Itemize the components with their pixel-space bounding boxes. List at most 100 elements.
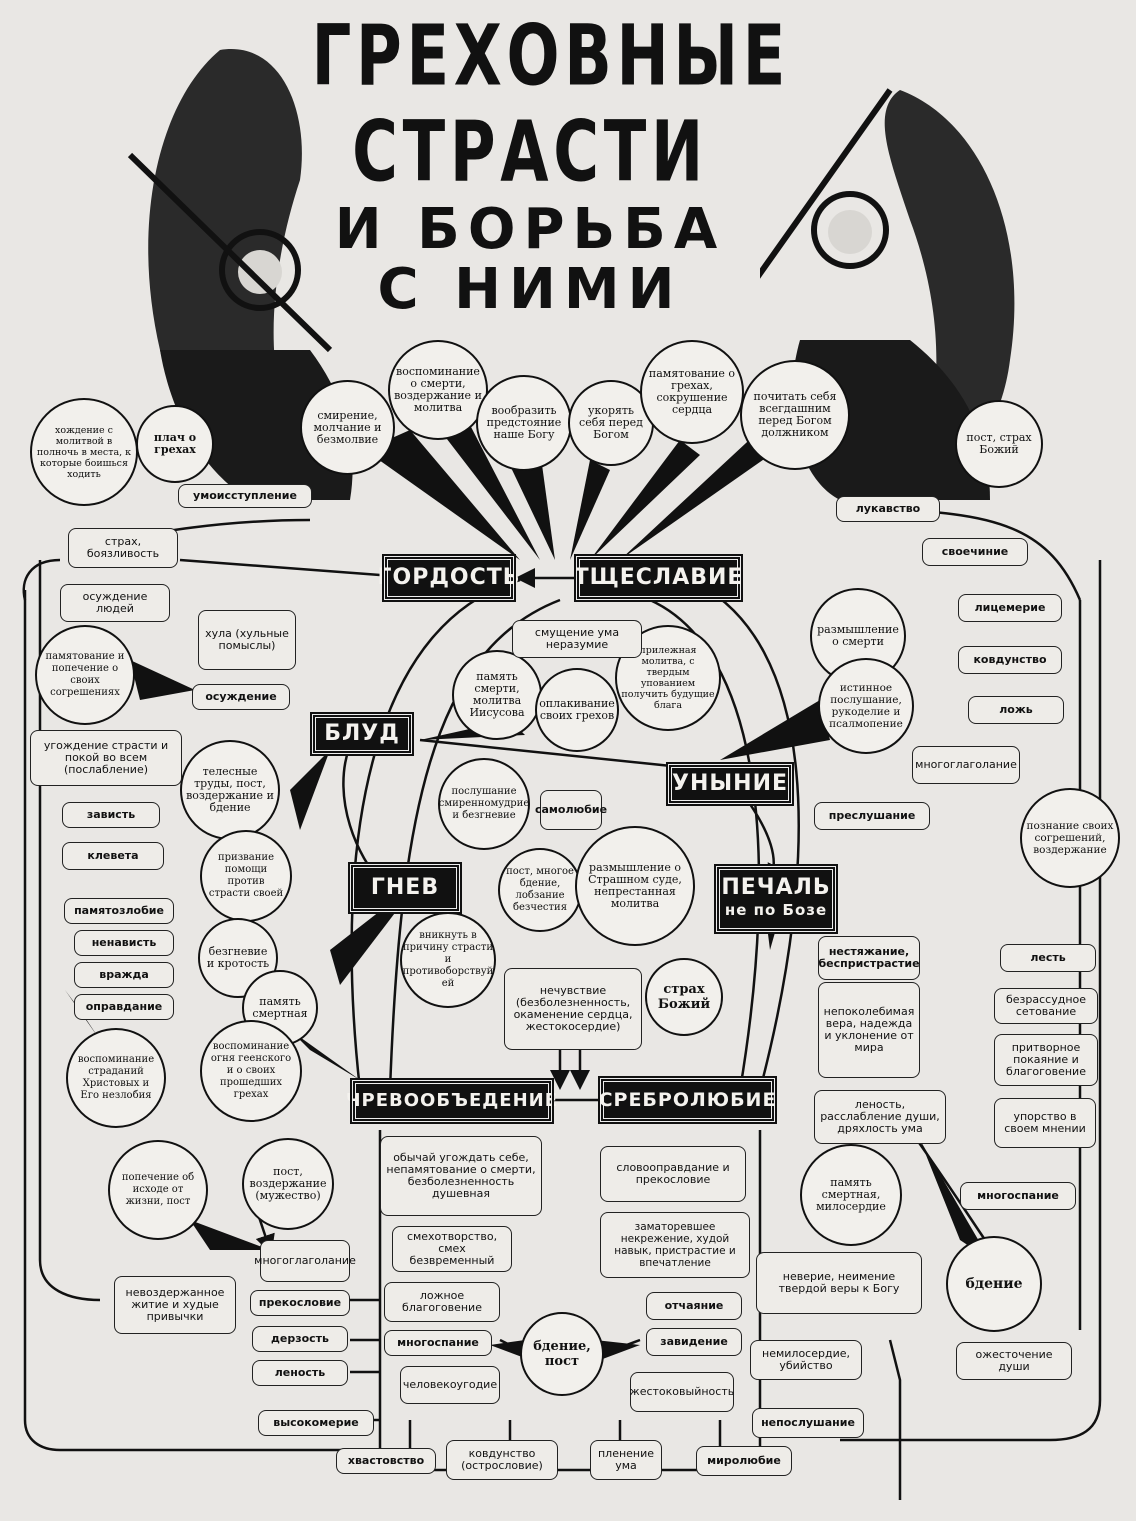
- box-kovarstvo-bottom: ковдунство (острословие): [446, 1440, 558, 1480]
- box-len-rasslablenie: леность, расслабление души, дряхлость ум…: [814, 1090, 946, 1144]
- box-opravdanie: оправдание: [74, 994, 174, 1020]
- box-smehotvorstvo: смехотворство, смех безвременный: [392, 1226, 512, 1272]
- remedy-pamyatovanie-popechenie: памятование и попечение о своих согрешен…: [35, 625, 135, 725]
- box-lozh: ложь: [968, 696, 1064, 724]
- passion-gnev: ГНЕВ: [348, 862, 462, 914]
- box-ugozhdenie-strasti: угождение страсти и покой во всем (посла…: [30, 730, 182, 786]
- right-angel-figure: [760, 88, 1015, 500]
- remedy-pochitat: почитать себя всегдашним перед Богом дол…: [740, 360, 850, 470]
- box-lenost: леность: [252, 1360, 348, 1386]
- box-neposlushanie: непослушание: [752, 1408, 864, 1438]
- box-prekoslovie: прекословие: [250, 1290, 350, 1316]
- box-zhestokovyynost: жестоковыйность: [630, 1372, 734, 1412]
- passion-chrevoobedenie: ЧРЕВООБЪЕДЕНИЕ: [346, 1078, 557, 1124]
- box-nenavist: ненависть: [74, 930, 174, 956]
- title-line-4: С НИМИ: [377, 257, 683, 322]
- remedy-poslushanie-smirenno: послушание смиренномудрие и безгневие: [438, 758, 530, 850]
- box-kleveta: клевета: [62, 842, 164, 870]
- remedy-prizvanie: призвание помощи против страсти своей: [200, 830, 292, 922]
- poster-title: ГРЕХОВНЫЕ СТРАСТИ И БОРЬБА С НИМИ: [250, 6, 810, 322]
- box-svoechinie: своечиние: [922, 538, 1028, 566]
- remedy-telesnye-trudy: телесные труды, пост, воздержание и бден…: [180, 740, 280, 840]
- box-neverie: неверие, неимение твердой веры к Богу: [756, 1252, 922, 1314]
- remedy-pamyatovanie-grehah: памятование о грехах, сокрушение сердца: [640, 340, 744, 444]
- passion-pechal: ПЕЧАЛЬ не по Бозе: [714, 864, 838, 934]
- remedy-istinnoe-poslushanie: истинное послушание, рукоделие и псалмоп…: [818, 658, 914, 754]
- box-chelovekougodie: человекоугодие: [400, 1366, 500, 1404]
- remedy-popechenie-ishode: попечение об исходе от жизни, пост: [108, 1140, 208, 1240]
- remedy-strah-bozhiy: страх Божий: [645, 958, 723, 1036]
- box-osuzhdenie-lyudey: осуждение людей: [60, 584, 170, 622]
- remedy-voobrazit: вообразить предстояние наше Богу: [476, 375, 572, 471]
- box-ozhestochenie: ожесточение души: [956, 1342, 1072, 1380]
- remedy-post-mnogoe-bdenie: пост, многое бдение, лобзание безчестия: [498, 848, 582, 932]
- passion-srebrolyubie: СРЕБРОЛЮБИЕ: [598, 1076, 777, 1124]
- passion-pechal-title: ПЕЧАЛЬ: [721, 875, 831, 900]
- passion-pechal-subtitle: не по Бозе: [724, 901, 828, 919]
- remedy-bezgnevie: безгневие и кротость: [198, 918, 278, 998]
- box-derzost: дерзость: [252, 1326, 348, 1352]
- box-osuzhdenie: осуждение: [192, 684, 290, 710]
- box-zavedenie: завидение: [646, 1328, 742, 1356]
- box-hula: хула (хульные помыслы): [198, 610, 296, 670]
- box-obychay: обычай угождать себе, непамятование о см…: [380, 1136, 542, 1216]
- box-strah-boyazlivost: страх, боязливость: [68, 528, 178, 568]
- remedy-bdenie: бдение: [946, 1236, 1042, 1332]
- box-nevozderzhannoe: невоздержанное житие и худые привычки: [114, 1276, 236, 1334]
- box-otchayanie: отчаяние: [646, 1292, 742, 1320]
- box-pritvornoe: притворное покаяние и благоговение: [994, 1034, 1098, 1086]
- remedy-prilezhnaya: прилежная молитва, с твердым упованием п…: [615, 625, 721, 731]
- remedy-bdenie-post: бдение, пост: [520, 1312, 604, 1396]
- box-pamyatozlobie: памятозлобие: [64, 898, 174, 924]
- passion-gordost: ГОРДОСТЬ: [377, 554, 520, 602]
- box-plenenie: пленение ума: [590, 1440, 662, 1480]
- box-lozhnoe: ложное благоговение: [384, 1282, 500, 1322]
- remedy-vospominanie-ognya: воспоминание огня геенского и о своих пр…: [200, 1020, 302, 1122]
- title-line-3: И БОРЬБА: [334, 197, 726, 262]
- remedy-poznanie: познание своих согрешений, воздержание: [1020, 788, 1120, 888]
- title-line-2: СТРАСТИ: [352, 102, 708, 201]
- remedy-pamyat-smertnaya-miloserdie: память смертная, милосердие: [800, 1144, 902, 1246]
- box-zavist: зависть: [62, 802, 160, 828]
- remedy-post-vozderzhanie: пост, воздержание (мужество): [242, 1138, 334, 1230]
- box-licemerie: лицемерие: [958, 594, 1062, 622]
- box-mnogoglagolanie-right: многоглаголание: [912, 746, 1020, 784]
- remedy-vospominanie-stradaniy: воспоминание страданий Христовых и Его н…: [66, 1028, 166, 1128]
- remedy-ukoryat: укорять себя перед Богом: [568, 380, 654, 466]
- box-bezrassudnoe: безрассудное сетование: [994, 988, 1098, 1024]
- remedy-pamyat-smerti-iisus: память смерти, молитва Иисусова: [452, 650, 542, 740]
- box-hvastovstvo: хвастовство: [336, 1448, 436, 1474]
- box-vysokomerie: высокомерие: [258, 1410, 374, 1436]
- box-samolyubie: самолюбие: [535, 790, 607, 830]
- box-vrazhda: вражда: [74, 962, 174, 988]
- box-mnogospanie-bottom: многоспание: [384, 1330, 492, 1356]
- title-line-1: ГРЕХОВНЫЕ: [311, 6, 791, 105]
- remedy-smirenie: смирение, молчание и безмолвие: [300, 380, 395, 475]
- box-mnogospanie-right: многоспание: [960, 1182, 1076, 1210]
- remedy-post-strah: пост, страх Божий: [955, 400, 1043, 488]
- passion-unynie: УНЫНИЕ: [666, 762, 794, 806]
- box-lukavstvo: лукавство: [836, 496, 940, 522]
- box-umonistuplenie: умоисступление: [178, 484, 312, 508]
- remedy-vospominanie-smerti: воспоминание о смерти, воздержание и мол…: [388, 340, 488, 440]
- box-nechuvstvie: нечувствие (безболезненность, окаменение…: [504, 968, 642, 1050]
- box-zamatorevshee: заматоревшее некрежение, худой навык, пр…: [600, 1212, 750, 1278]
- box-preslushanie: преслушание: [814, 802, 930, 830]
- box-kovarstvo: ковдунство: [958, 646, 1062, 674]
- remedy-razmyshlenie-sud: размышление о Страшном суде, непрестанна…: [575, 826, 695, 946]
- remedy-hozhdenie: хождение с молитвой в полночь в места, к…: [30, 398, 138, 506]
- remedy-vniknut: вникнуть в причину страсти и противоборс…: [400, 912, 496, 1008]
- box-nemiloserdie: немилосердие, убийство: [750, 1340, 862, 1380]
- passion-blud: БЛУД: [310, 712, 414, 756]
- passion-tscheslavie: ТЩЕСЛАВИЕ: [574, 554, 743, 602]
- remedy-plach: плач о грехах: [136, 405, 214, 483]
- box-slovoopravdanie: словооправдание и прекословие: [600, 1146, 746, 1202]
- box-mirolyubie: миролюбие: [696, 1446, 792, 1476]
- box-smushchenie: смущение ума неразумие: [512, 620, 642, 658]
- box-upryamstvo: упорство в своем мнении: [994, 1098, 1096, 1148]
- remedy-oplakivanie: оплакивание своих грехов: [535, 668, 619, 752]
- box-lest: лесть: [1000, 944, 1096, 972]
- box-mnogoglagolanie-left: многоглаголание: [254, 1240, 356, 1282]
